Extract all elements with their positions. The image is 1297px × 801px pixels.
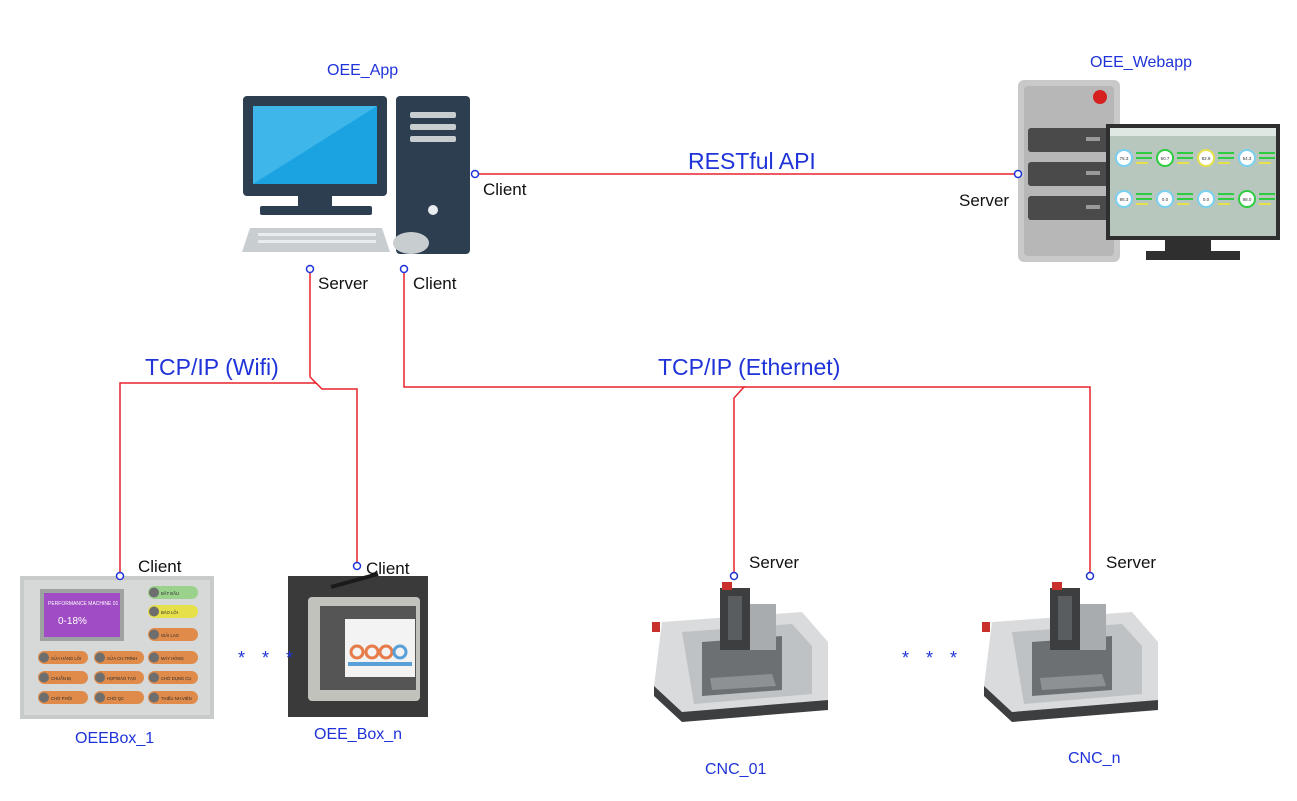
- webapp-port: [1013, 169, 1023, 179]
- webapp-gauge-value: 95.3: [1120, 197, 1129, 202]
- oeebox-button: SỬA CH.TRÌNH: [94, 651, 144, 664]
- oeebox-button: HỌP/ĐÀO TẠO: [94, 671, 144, 684]
- oeebox-1-client-role-label: Client: [138, 557, 182, 576]
- cnc-n-label: CNC_n: [1068, 750, 1121, 767]
- oeebox-button: CHUẨN BỊ: [38, 671, 88, 684]
- oeebox-button-label: HỌP/ĐÀO TẠO: [107, 676, 137, 681]
- oeebox-button-label: CHỜ PHÔI: [51, 696, 72, 701]
- connection-ports: [115, 169, 1095, 581]
- webapp-gauge-value: 60.7: [1161, 156, 1170, 161]
- webapp-server-role-label: Server: [959, 191, 1010, 210]
- oeebox-button: THIẾU NH.VIÊN: [148, 691, 198, 704]
- webapp-gauge-value: 0.0: [1203, 197, 1210, 202]
- oeebox-button-label: MÁY HỎNG: [161, 656, 184, 661]
- tcpip-ethernet-label: TCP/IP (Ethernet): [658, 354, 841, 380]
- oeebox-button: GIẢI LAO: [148, 628, 198, 641]
- oeebox-button: CHỜ DỤNG CỤ: [148, 671, 198, 684]
- cnc-01-port: [729, 571, 739, 581]
- restful-api-label: RESTful API: [688, 148, 816, 174]
- oeebox-button-label: CHUẨN BỊ: [51, 676, 71, 681]
- oeebox-button: MÁY HỎNG: [148, 651, 198, 664]
- app-client-role-label: Client: [483, 180, 527, 199]
- oeebox-button-label: SỬA CH.TRÌNH: [107, 656, 137, 661]
- app-client-role-label-2: Client: [413, 274, 457, 293]
- oee-webapp-monitor-icon: [1106, 124, 1280, 260]
- oee-app-label: OEE_App: [327, 62, 399, 79]
- oee-box-n-photo-icon: [288, 572, 428, 717]
- oeebox-button: SỬA HÀNG LỖI: [38, 651, 88, 664]
- webapp-gauge: 54.3: [1238, 149, 1275, 167]
- oeebox-button-label: CHỜ QC: [107, 696, 124, 701]
- cnc-01-machine-icon: [652, 582, 828, 722]
- webapp-gauge: 60.7: [1156, 149, 1193, 167]
- oeebox-1-port: [115, 571, 125, 581]
- app-restful-port: [470, 169, 480, 179]
- oeebox-button: BẮT ĐẦU: [148, 586, 198, 599]
- oeebox-screen-value: 0-18%: [58, 616, 87, 627]
- webapp-gauge-value: 54.3: [1243, 156, 1252, 161]
- oeebox-button: CHỜ QC: [94, 691, 144, 704]
- cnc-n-port: [1085, 571, 1095, 581]
- oeebox-button-label: SỬA HÀNG LỖI: [51, 656, 81, 661]
- oee-webapp-server-icon: [1018, 80, 1120, 262]
- connection-wires: [119, 173, 1091, 576]
- ethernet-wire: [403, 269, 746, 576]
- webapp-gauge: 98.0: [1238, 190, 1275, 208]
- ethernet-wire-branch: [744, 386, 1091, 576]
- oee-webapp-label: OEE_Webapp: [1090, 54, 1192, 71]
- oee-app-computer-icon: [242, 96, 470, 254]
- webapp-gauge: 82.9: [1197, 149, 1234, 167]
- oee-box-n-port: [352, 561, 362, 571]
- cnc-01-server-role-label: Server: [749, 553, 800, 572]
- webapp-gauge: 95.3: [1115, 190, 1152, 208]
- tcpip-wifi-label: TCP/IP (Wifi): [145, 354, 279, 380]
- app-server-role-label: Server: [318, 274, 369, 293]
- webapp-gauge-value: 0.0: [1162, 197, 1169, 202]
- oeebox-button-label: CHỜ DỤNG CỤ: [161, 676, 191, 681]
- app-wifi-port: [305, 264, 315, 274]
- webapp-gauge: 75.3: [1115, 149, 1152, 167]
- webapp-gauge-value: 98.0: [1243, 197, 1252, 202]
- oeebox-button-label: GIẢI LAO: [161, 633, 180, 638]
- oee-box-n-label: OEE_Box_n: [314, 726, 403, 743]
- oeebox-button: CHỜ PHÔI: [38, 691, 88, 704]
- webapp-gauge-value: 82.9: [1202, 156, 1211, 161]
- oeebox-1-label: OEEBox_1: [75, 730, 155, 747]
- cnc-01-label: CNC_01: [705, 761, 767, 778]
- cnc-n-server-role-label: Server: [1106, 553, 1157, 572]
- wifi-wire-branch: [315, 382, 358, 563]
- oeebox-button: BÁO LỖI: [148, 605, 198, 618]
- oee-box-n-client-role-label: Client: [366, 559, 410, 578]
- oeebox-button-label: THIẾU NH.VIÊN: [161, 696, 192, 701]
- oeebox-screen-title: PERFORMANCE MACHINE 01: [48, 601, 119, 607]
- app-ethernet-port: [399, 264, 409, 274]
- oeebox-button-label: BẮT ĐẦU: [161, 591, 179, 596]
- oeebox-buttons: BẮT ĐẦU BÁO LỖI GIẢI LAO SỬA HÀNG LỖI SỬA CH…: [38, 586, 198, 704]
- cnc-n-machine-icon: [982, 582, 1158, 722]
- webapp-gauge: 0.0: [1197, 190, 1234, 208]
- oeebox-ellipsis: * * *: [238, 648, 300, 668]
- webapp-gauge: 0.0: [1156, 190, 1193, 208]
- wifi-wire: [119, 269, 318, 576]
- oeebox-button-label: BÁO LỖI: [161, 610, 178, 615]
- cnc-ellipsis: * * *: [902, 648, 964, 668]
- webapp-gauges: 75.3 60.7 82.9 54.3 95.3 0.0 0.0 98.0: [1115, 149, 1275, 208]
- webapp-gauge-value: 75.3: [1120, 156, 1129, 161]
